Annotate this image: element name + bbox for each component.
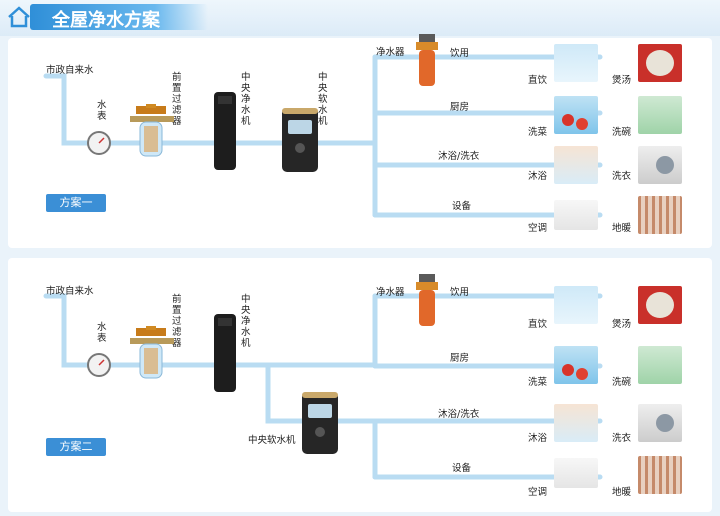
page-title: 全屋净水方案 (52, 10, 160, 31)
softener-icon (302, 392, 338, 454)
water-meter-icon (87, 131, 111, 155)
use-shower: 沐浴 (528, 171, 548, 182)
source-label-2: 市政自来水 (46, 286, 94, 297)
central-purifier-label: 中央净水机 (241, 72, 251, 127)
purifier-label-2: 净水器 (376, 287, 405, 298)
photo-aircon (554, 458, 598, 488)
branch-kitchen-label-2: 厨房 (450, 353, 470, 364)
title-bar (30, 4, 208, 30)
softener-icon (282, 108, 318, 172)
photo-floor-heating (638, 456, 682, 494)
photo-washer (638, 146, 682, 184)
branch-bath-label: 沐浴/洗衣 (438, 151, 480, 162)
photo-baby-bath (554, 404, 598, 442)
photo-aircon (554, 200, 598, 230)
scheme-1-tag: 方案一 (46, 194, 106, 212)
water-meter-icon (87, 353, 111, 377)
photo-soup (638, 286, 682, 324)
use-laundry-2: 洗衣 (612, 433, 632, 444)
photo-water-glass (554, 286, 598, 324)
photo-dishes (638, 346, 682, 384)
use-floor-heat: 地暖 (612, 223, 632, 234)
branch-kitchen-label: 厨房 (450, 102, 470, 113)
home-icon (8, 6, 30, 28)
photo-dishes (638, 96, 682, 134)
use-wash-veg: 洗菜 (528, 127, 548, 138)
photo-veg (554, 346, 598, 384)
photo-water-glass (554, 44, 598, 82)
branch-bath-label-2: 沐浴/洗衣 (438, 409, 480, 420)
branch-drink-label: 饮用 (450, 48, 470, 59)
use-soup: 煲汤 (612, 75, 632, 86)
branch-device-label: 设备 (452, 201, 472, 212)
use-laundry: 洗衣 (612, 171, 632, 182)
source-label: 市政自来水 (46, 65, 94, 76)
use-soup-2: 煲汤 (612, 319, 632, 330)
photo-floor-heating (638, 196, 682, 234)
prefilter-icon (130, 104, 174, 157)
purifier-label: 净水器 (376, 47, 405, 58)
branch-device-label-2: 设备 (452, 463, 472, 474)
scheme-2-tag: 方案二 (46, 438, 106, 456)
use-wash-veg-2: 洗菜 (528, 377, 548, 388)
use-direct-drink-2: 直饮 (528, 319, 548, 330)
photo-washer (638, 404, 682, 442)
central-purifier-icon (214, 92, 236, 170)
use-dishwash-2: 洗碗 (612, 377, 632, 388)
header: 全屋净水方案 (0, 0, 720, 36)
prefilter-label-2: 前置过滤器 (172, 294, 182, 349)
photo-baby-bath (554, 146, 598, 184)
central-softener-label: 中央软水机 (318, 72, 328, 127)
central-purifier-icon (214, 314, 236, 392)
use-shower-2: 沐浴 (528, 433, 548, 444)
use-floor-heat-2: 地暖 (612, 487, 632, 498)
use-direct-drink: 直饮 (528, 75, 548, 86)
use-dishwash: 洗碗 (612, 127, 632, 138)
prefilter-label: 前置过滤器 (172, 72, 182, 127)
meter-label: 水表 (97, 100, 107, 122)
purifier-icon (416, 34, 438, 86)
central-purifier-label-2: 中央净水机 (241, 294, 251, 349)
photo-soup (638, 44, 682, 82)
use-aircon-2: 空调 (528, 487, 548, 498)
central-softener-label-2: 中央软水机 (248, 435, 296, 446)
purifier-icon (416, 274, 438, 326)
branch-drink-label-2: 饮用 (450, 287, 470, 298)
use-aircon: 空调 (528, 223, 548, 234)
meter-label-2: 水表 (97, 322, 107, 344)
photo-veg (554, 96, 598, 134)
prefilter-icon (130, 326, 174, 379)
